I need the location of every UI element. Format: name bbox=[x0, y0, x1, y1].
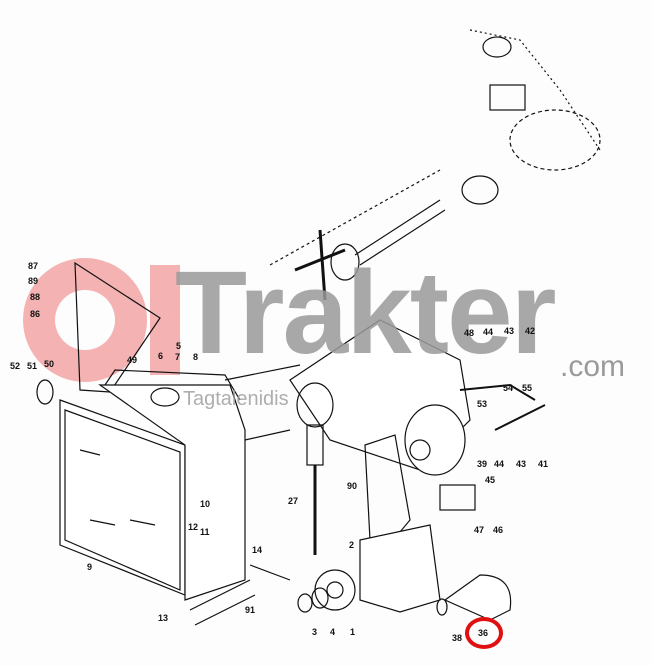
watermark-suffix: .com bbox=[560, 350, 626, 383]
watermark-subtitle: Tagtalenidis bbox=[183, 388, 289, 410]
part-label[interactable]: 9 bbox=[87, 562, 93, 572]
part-label[interactable]: 4 bbox=[330, 627, 336, 637]
part-label[interactable]: 3 bbox=[312, 627, 318, 637]
part-label[interactable]: 39 bbox=[477, 459, 488, 469]
part-label[interactable]: 27 bbox=[288, 496, 299, 506]
part-label[interactable]: 13 bbox=[158, 613, 169, 623]
part-label[interactable]: 8 bbox=[193, 352, 199, 362]
part-label[interactable]: 49 bbox=[127, 355, 138, 365]
part-label[interactable]: 53 bbox=[477, 399, 488, 409]
part-label[interactable]: 12 bbox=[188, 522, 199, 532]
part-label[interactable]: 11 bbox=[200, 527, 210, 537]
part-label[interactable]: 42 bbox=[525, 326, 536, 336]
part-label[interactable]: 54 bbox=[503, 383, 514, 393]
part-label[interactable]: 51 bbox=[27, 361, 38, 371]
part-label-highlighted[interactable]: 36 bbox=[478, 628, 489, 638]
radiator-core bbox=[98, 384, 246, 601]
bracket-50 bbox=[36, 379, 54, 405]
watermark-brand: Trakter bbox=[175, 247, 557, 379]
part-label[interactable]: 89 bbox=[28, 276, 39, 286]
part-label[interactable]: 38 bbox=[452, 633, 463, 643]
part-label[interactable]: 44 bbox=[494, 459, 505, 469]
part-label[interactable]: 52 bbox=[10, 361, 21, 371]
part-label[interactable]: 43 bbox=[504, 326, 515, 336]
part-label[interactable]: 14 bbox=[252, 545, 263, 555]
part-label[interactable]: 88 bbox=[30, 292, 41, 302]
highlight-circle bbox=[465, 617, 503, 649]
part-label[interactable]: 1 bbox=[350, 627, 356, 637]
part-label[interactable]: 55 bbox=[522, 383, 533, 393]
part-label[interactable]: 2 bbox=[349, 540, 355, 550]
part-label[interactable]: 50 bbox=[44, 359, 55, 369]
part-label[interactable]: 45 bbox=[485, 475, 496, 485]
part-label[interactable]: 48 bbox=[464, 328, 475, 338]
part-label[interactable]: 86 bbox=[30, 309, 41, 319]
part-label[interactable]: 7 bbox=[175, 352, 181, 362]
part-label[interactable]: 10 bbox=[200, 499, 211, 509]
part-label[interactable]: 5 bbox=[176, 341, 182, 351]
part-label[interactable]: 90 bbox=[347, 481, 358, 491]
part-label[interactable]: 6 bbox=[158, 351, 164, 361]
part-label[interactable]: 46 bbox=[493, 525, 504, 535]
part-label[interactable]: 47 bbox=[474, 525, 485, 535]
part-label[interactable]: 43 bbox=[516, 459, 527, 469]
part-label[interactable]: 87 bbox=[28, 261, 39, 271]
part-label[interactable]: 41 bbox=[538, 459, 549, 469]
part-label[interactable]: 44 bbox=[483, 327, 494, 337]
part-label[interactable]: 91 bbox=[245, 605, 256, 615]
